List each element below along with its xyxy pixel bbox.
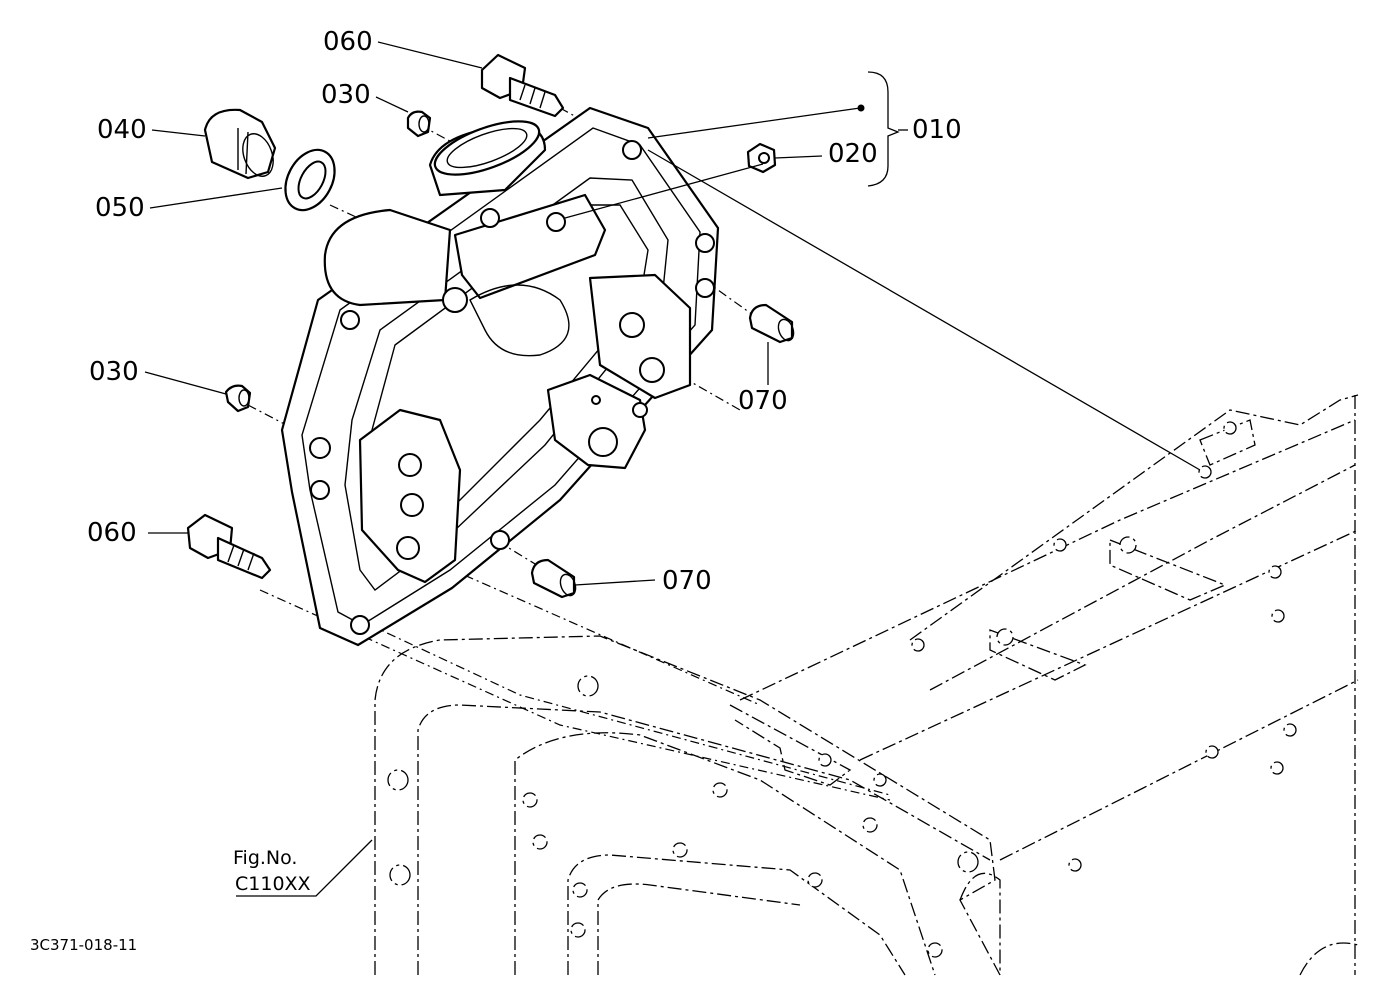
callout-030-left: 030 [89,357,139,387]
dowel-070-bottom [530,558,577,599]
dowel-070-right [748,303,795,344]
callout-060-bottom: 060 [87,518,137,548]
callout-040: 040 [97,115,147,145]
callout-labels: 060 030 040 050 030 060 010 020 070 070 … [30,27,962,954]
callout-010: 010 [912,115,962,145]
callout-050: 050 [95,193,145,223]
fig-number-label: Fig.No. [233,847,297,869]
pin-030-left [224,384,252,413]
seal-ring-050 [284,148,336,212]
transmission-case-phantom [374,394,1359,976]
document-id: 3C371-018-11 [30,936,137,954]
callout-070-right: 070 [738,386,788,416]
plug-040 [203,108,277,180]
callout-060-top: 060 [323,27,373,57]
cover-housing-010 [280,106,720,647]
callout-020: 020 [828,139,878,169]
bolt-060-top [480,53,565,118]
leader-lines [144,41,1201,897]
pin-030-top [406,110,432,138]
bolt-060-bottom [186,513,272,580]
nut-020 [746,142,777,174]
fig-number-value: C110XX [235,873,311,895]
callout-030-top: 030 [321,80,371,110]
callout-070-bottom: 070 [662,566,712,596]
